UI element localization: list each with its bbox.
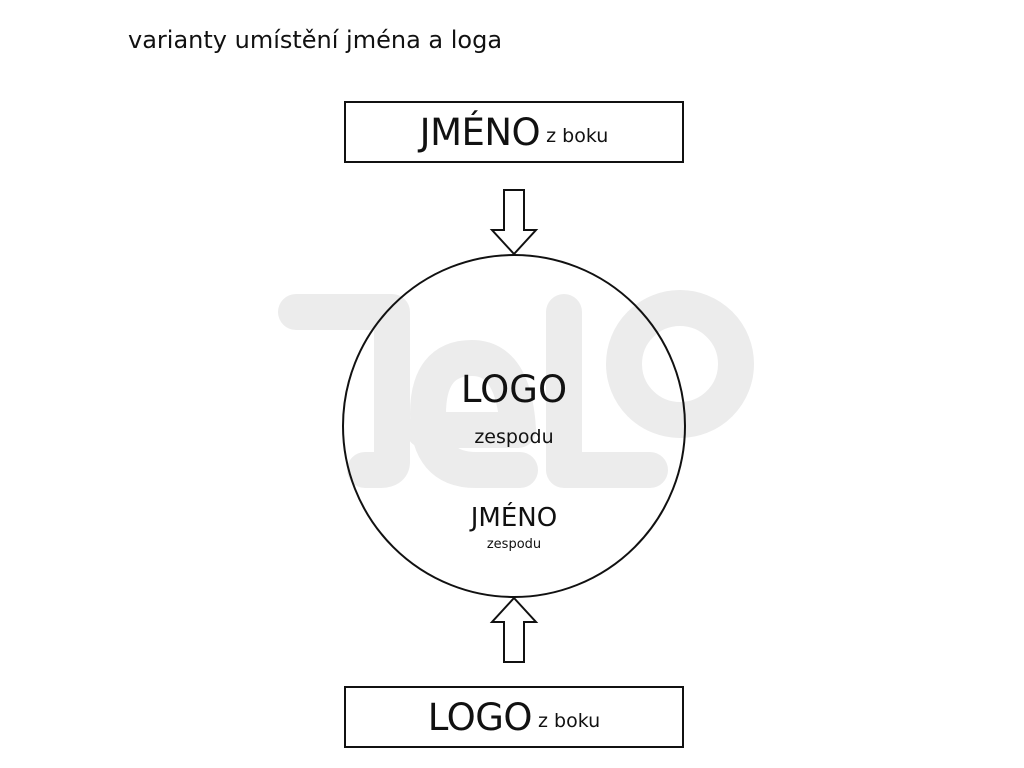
name-side-label: JMÉNO xyxy=(419,110,541,154)
circle-name-label: JMÉNO xyxy=(470,503,558,533)
watermark-logo xyxy=(278,290,754,488)
name-side-box: JMÉNO z boku xyxy=(344,101,684,163)
logo-side-sublabel: z boku xyxy=(538,710,601,732)
circle-logo-sublabel: zespodu xyxy=(474,426,554,448)
watermark-letter-e xyxy=(406,340,538,488)
watermark-letter-o xyxy=(606,290,754,438)
name-side-sublabel: z boku xyxy=(546,125,609,147)
logo-side-label: LOGO xyxy=(427,695,533,739)
arrow-down-icon xyxy=(489,189,539,256)
page-title: varianty umístění jména a loga xyxy=(128,26,503,54)
circle-logo-label: LOGO xyxy=(460,368,568,411)
logo-side-box: LOGO z boku xyxy=(344,686,684,748)
circle-name-sublabel: zespodu xyxy=(486,537,542,552)
watermark-letter-l xyxy=(546,294,668,488)
arrow-up-icon xyxy=(489,596,539,663)
watermark-letter-t xyxy=(278,294,410,488)
